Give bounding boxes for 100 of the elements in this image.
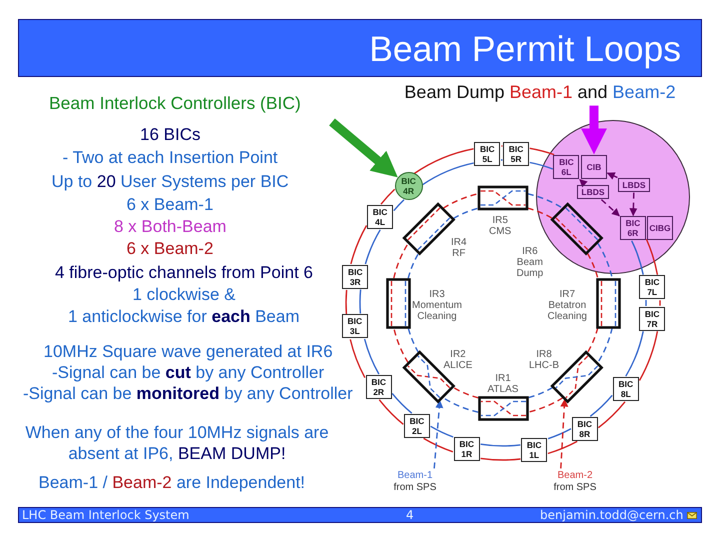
controller-box: BIC 6L <box>553 155 580 180</box>
region-label: IR2 ALICE <box>444 349 472 371</box>
text-line: - Two at each Insertion Point <box>62 146 278 168</box>
controller-box: BIC 1R <box>454 436 480 461</box>
beam-line <box>597 328 613 364</box>
loop-line <box>345 290 348 314</box>
loop-line <box>631 240 644 275</box>
email-address: benjamin.todd@cern.ch <box>540 507 684 523</box>
module-box: CIB <box>581 155 607 179</box>
text-line: Beam-1 / Beam-2 are Independent! <box>38 472 306 492</box>
beam-line <box>528 193 564 209</box>
controller-box: BIC 5L <box>474 142 500 166</box>
beam-line <box>528 397 564 413</box>
beam-line <box>528 386 553 398</box>
text-line: 1 clockwise & <box>132 284 236 304</box>
controller-box: BIC 4L <box>367 204 394 229</box>
loop-line <box>364 338 380 374</box>
beam-line <box>442 397 478 413</box>
text-line: 16 BICs <box>140 124 200 144</box>
controller-box: BIC 7L <box>639 275 666 300</box>
region-box <box>479 187 527 209</box>
loop-line <box>380 188 396 205</box>
controller-box: BIC 1L <box>521 438 548 462</box>
text-line: -Signal can be monitored by any Controller <box>23 382 353 404</box>
injection-label: Beam-1 from SPS <box>389 469 441 495</box>
controller-box: BIC 3L <box>342 314 368 338</box>
region-box <box>596 278 620 328</box>
beam-line <box>597 242 613 278</box>
loop-line <box>530 148 554 156</box>
loop-line <box>638 331 658 381</box>
text-line: 1 anticlockwise for each Beam <box>68 306 300 326</box>
heading: Beam Interlock Controllers (BIC) <box>49 93 301 114</box>
loop-line <box>501 145 502 147</box>
loop-line <box>590 394 613 417</box>
text-line: 4 fibre-optic channels from Point 6 <box>55 262 313 282</box>
controller-box: BIC 7R <box>639 306 666 331</box>
loop-line <box>422 162 474 186</box>
loop-line <box>548 440 578 454</box>
footer-text: LHC Beam Interlock System <box>22 507 190 523</box>
page-number: 4 <box>406 507 414 523</box>
beam-line <box>393 328 409 364</box>
loop-line <box>548 428 572 440</box>
region-label: IR5 CMS <box>489 215 512 237</box>
region-label: IR6 Beam Dump <box>516 246 544 278</box>
loop-line <box>414 148 474 174</box>
text-line: 6 x Beam-1 <box>126 194 214 214</box>
controller-box: BIC 8L <box>612 377 639 402</box>
module-box: CIBG <box>647 216 673 240</box>
loop-line <box>359 289 362 314</box>
text-line: -Signal can be cut by any Controller <box>52 362 324 382</box>
loop-line <box>480 458 521 461</box>
slide-title: Beam Permit Loops <box>369 29 681 69</box>
region-label: IR8 LHC-B <box>529 349 560 371</box>
loop-line <box>350 225 368 264</box>
loop-line <box>364 229 381 264</box>
region-label: IR3 Momentum Cleaning <box>412 288 462 322</box>
beam-line <box>528 208 553 220</box>
beam-line <box>408 328 420 353</box>
beam-line <box>408 253 420 278</box>
loop-line <box>430 426 454 438</box>
pointer-arrow <box>581 106 607 154</box>
pointer-arrow <box>329 118 398 178</box>
loop-line <box>625 331 644 377</box>
controller-box: BIC 5R <box>503 142 530 166</box>
beam-line <box>453 386 478 398</box>
region-label: IR7 Betatron Cleaning <box>548 288 587 322</box>
dashed-arrow <box>560 398 568 468</box>
controller-box: BIC 8R <box>572 416 598 441</box>
dashed-arrow <box>600 199 620 216</box>
loop-line <box>350 339 366 378</box>
loop-line <box>423 438 454 452</box>
loop-line <box>393 199 404 212</box>
controller-box: BIC 2R <box>366 374 392 399</box>
loop-line <box>392 392 412 414</box>
text-line: 8 x Both-Beam <box>114 216 226 236</box>
text-line: Up to 20 User Systems per BIC <box>52 170 289 192</box>
dashed-arrow <box>629 192 638 216</box>
region-box <box>478 396 528 420</box>
controller-box: BIC 6R <box>620 216 646 240</box>
module-box: LBDS <box>577 185 609 199</box>
beam-line <box>453 208 478 220</box>
module-box: LBDS <box>618 178 650 192</box>
loop-line <box>480 444 520 447</box>
region-label: IR4 RF <box>451 237 467 259</box>
controller-box: BIC 2L <box>404 414 430 438</box>
loop-line <box>378 399 404 425</box>
text-line: When any of the four 10MHz signals are absent at IP6, BEAM DUMP! <box>24 422 330 464</box>
region-label: IR1 ATLAS <box>488 373 518 395</box>
controller-circle: BIC 4R <box>394 172 423 200</box>
heading: Beam Dump Beam-1 and Beam-2 <box>398 81 682 105</box>
loop-line <box>501 159 502 161</box>
text-line: 10MHz Square wave generated at IR6 <box>44 340 333 362</box>
dashed-arrow <box>579 179 588 188</box>
controller-box: BIC 3R <box>342 264 368 289</box>
loop-line <box>530 162 554 170</box>
dashed-arrow <box>434 400 444 468</box>
region-box <box>550 202 604 256</box>
loop-line <box>646 238 658 275</box>
injection-label: Beam-2 from SPS <box>549 469 601 495</box>
beam-line <box>586 328 598 353</box>
